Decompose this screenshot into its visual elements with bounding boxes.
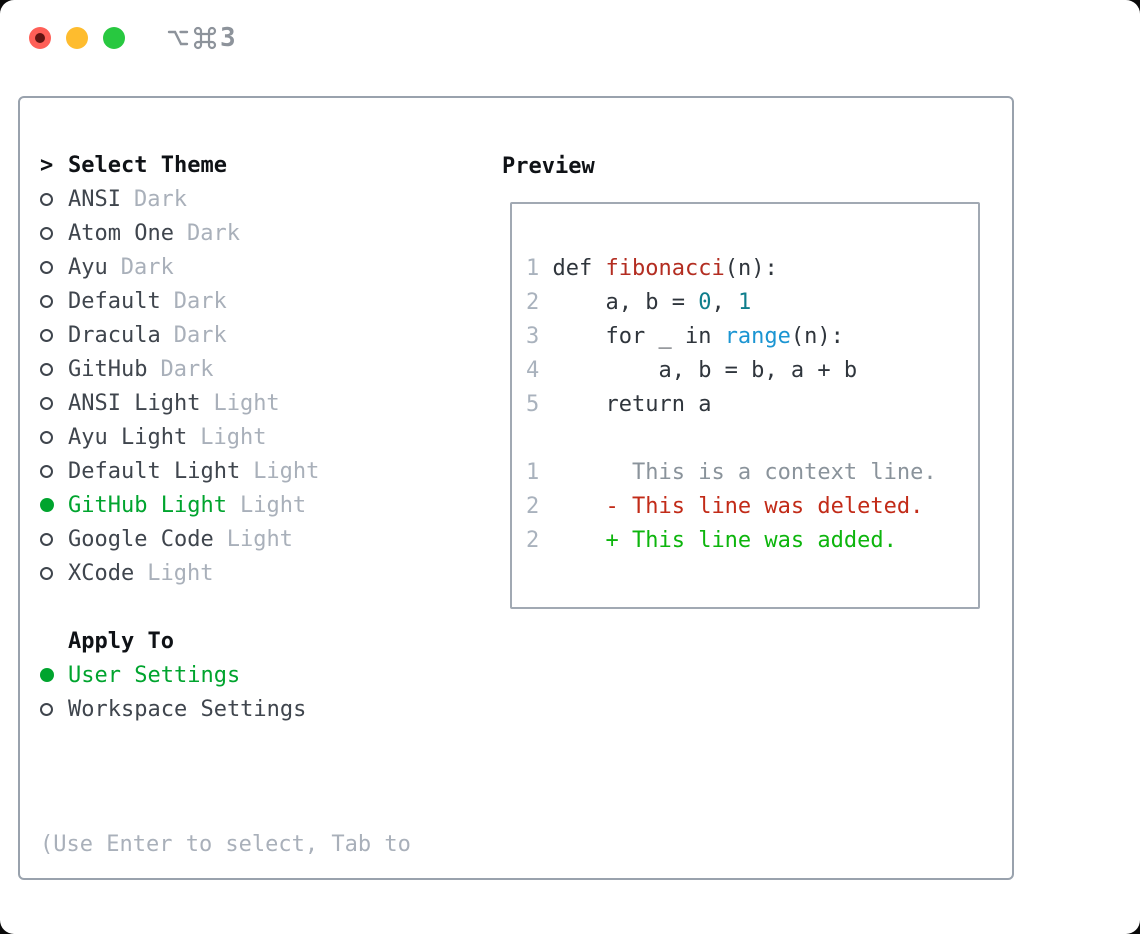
theme-item-github-dark[interactable]: GitHub Dark: [40, 352, 411, 386]
variant-tag: Light: [226, 526, 293, 552]
apply-item-label: User Settings: [68, 662, 241, 688]
hint-line: (Use Enter to select, Tab to: [40, 832, 411, 857]
theme-item-ansi-light[interactable]: ANSI Light Light: [40, 386, 411, 420]
apply-to-group: Apply To User Settings Workspace Setting…: [40, 624, 411, 726]
theme-item-ayu-dark[interactable]: Ayu Dark: [40, 250, 411, 284]
theme-name: Ayu Light: [68, 424, 188, 450]
radio-icon: [40, 430, 53, 444]
apply-item-label: Workspace Settings: [68, 696, 307, 722]
variant-tag: Dark: [133, 186, 187, 212]
apply-to-header-label: Apply To: [68, 628, 174, 654]
theme-name: XCode: [68, 560, 135, 586]
radio-selected-icon: [40, 498, 54, 512]
code-line: 4 a, b = b, a + b: [526, 358, 858, 383]
radio-icon: [40, 532, 53, 546]
variant-tag: Dark: [173, 288, 227, 314]
radio-icon: [40, 566, 53, 580]
minimize-button[interactable]: [66, 27, 88, 49]
variant-tag: Light: [200, 424, 267, 450]
variant-tag: Light: [147, 560, 214, 586]
code-lines: 1 def fibonacci(n): 2 a, b = 0, 1 3 for _ …: [526, 252, 978, 558]
theme-list-header-label: Select Theme: [68, 152, 227, 178]
theme-item-google-code-light[interactable]: Google Code Light: [40, 522, 411, 556]
radio-icon: [40, 328, 53, 342]
variant-tag: Dark: [160, 356, 214, 382]
theme-name: Ayu: [68, 254, 108, 280]
theme-name: GitHub Light: [68, 492, 227, 518]
code-line: [526, 422, 978, 456]
radio-selected-icon: [40, 668, 54, 682]
zoom-button[interactable]: [103, 27, 125, 49]
theme-list-header: > Select Theme: [40, 148, 411, 182]
close-button-dot: [35, 33, 45, 43]
theme-item-default-light[interactable]: Default Light Light: [40, 454, 411, 488]
variant-tag: Dark: [120, 254, 174, 280]
variant-tag: Dark: [186, 220, 240, 246]
theme-item-default-dark[interactable]: Default Dark: [40, 284, 411, 318]
close-button[interactable]: [29, 27, 51, 49]
code-line: 1 This is a context line.: [526, 460, 937, 485]
prompt-marker: >: [40, 152, 54, 178]
shortcut-number: 3: [220, 23, 236, 53]
variant-tag: Dark: [173, 322, 227, 348]
code-line: 2 - This line was deleted.: [526, 494, 924, 519]
keyboard-shortcut-label: 3: [166, 23, 236, 53]
preview-title: Preview: [502, 154, 595, 179]
code-preview: 1 def fibonacci(n): 2 a, b = 0, 1 3 for _ …: [510, 202, 980, 609]
theme-name: Default: [68, 288, 161, 314]
theme-name: ANSI Light: [68, 390, 201, 416]
code-line: 3 for _ in range(n):: [526, 324, 844, 349]
theme-item-ansi-dark[interactable]: ANSI Dark: [40, 182, 411, 216]
theme-name: GitHub: [68, 356, 148, 382]
option-icon: [167, 30, 189, 46]
theme-name: Dracula: [68, 322, 161, 348]
code-line: 2 + This line was added.: [526, 528, 897, 553]
code-line: 1 def fibonacci(n):: [526, 256, 778, 281]
code-line: 2 a, b = 0, 1: [526, 290, 752, 315]
code-line: 5 return a: [526, 392, 712, 417]
command-icon: [193, 26, 217, 50]
radio-icon: [40, 294, 53, 308]
radio-icon: [40, 464, 53, 478]
variant-tag: Light: [213, 390, 280, 416]
variant-tag: Light: [253, 458, 320, 484]
radio-icon: [40, 226, 53, 240]
variant-tag: Light: [239, 492, 307, 518]
radio-icon: [40, 192, 53, 206]
theme-name: Default Light: [68, 458, 241, 484]
theme-name: Google Code: [68, 526, 214, 552]
apply-to-header: Apply To: [40, 624, 411, 658]
titlebar: 3: [29, 23, 236, 53]
hint-text: (Use Enter to select, Tab to change focu…: [40, 760, 411, 934]
theme-name: Atom One: [68, 220, 174, 246]
radio-icon: [40, 396, 53, 410]
radio-icon: [40, 702, 53, 716]
hint-line: change focus): [40, 930, 411, 934]
apply-item-user-settings[interactable]: User Settings: [40, 658, 411, 692]
theme-name: ANSI: [68, 186, 121, 212]
theme-item-dracula-dark[interactable]: Dracula Dark: [40, 318, 411, 352]
apply-item-workspace-settings[interactable]: Workspace Settings: [40, 692, 411, 726]
radio-icon: [40, 260, 53, 274]
theme-item-github-light[interactable]: GitHub Light Light: [40, 488, 411, 522]
theme-item-atom-one-dark[interactable]: Atom One Dark: [40, 216, 411, 250]
theme-item-xcode-light[interactable]: XCode Light: [40, 556, 411, 590]
radio-icon: [40, 362, 53, 376]
theme-item-ayu-light[interactable]: Ayu Light Light: [40, 420, 411, 454]
